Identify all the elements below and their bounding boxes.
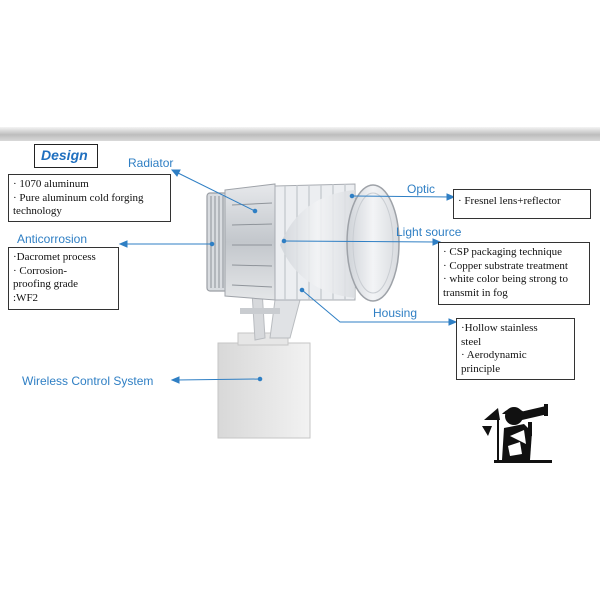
light-source-line-2: · Copper substrate treatment [443, 259, 568, 272]
housing-info-box: ·Hollow stainless steel · Aerodynamic pr… [456, 318, 575, 380]
light-source-info-box: · CSP packaging technique · Copper subst… [438, 242, 590, 305]
label-wireless-control: Wireless Control System [22, 374, 154, 388]
lamp-body [224, 183, 276, 301]
label-radiator: Radiator [128, 156, 174, 170]
anticorrosion-line-3: :WF2 [13, 291, 39, 304]
label-optic: Optic [407, 182, 436, 196]
anticorrosion-line-1: ·Dacromet process [13, 251, 96, 263]
header-divider-bar [0, 127, 600, 141]
light-source-line-1: · CSP packaging technique [443, 246, 563, 258]
front-lens [346, 184, 400, 302]
design-title-box: Design [34, 144, 98, 168]
label-light-source: Light source [396, 225, 462, 239]
radiator-line-1: · 1070 aluminum [13, 178, 89, 190]
housing-line-1: ·Hollow stainless steel [461, 322, 538, 348]
optic-line-1: · Fresnel lens+reflector [458, 195, 561, 207]
anticorrosion-line-2: · Corrosion- proofing grade [13, 264, 79, 291]
label-anticorrosion: Anticorrosion [17, 232, 88, 246]
anticorrosion-info-box: ·Dacromet process · Corrosion- proofing … [8, 247, 119, 310]
control-box [217, 342, 311, 439]
watchman-telescope-icon [482, 404, 552, 463]
optic-info-box: · Fresnel lens+reflector [453, 189, 591, 219]
light-source-line-3: · white color being strong to transmit i… [443, 273, 568, 299]
radiator-line-2: · Pure aluminum cold forging technology [13, 191, 144, 218]
leader-lines [118, 169, 458, 384]
design-title: Design [41, 147, 88, 163]
radiator-info-box: · 1070 aluminum · Pure aluminum cold for… [8, 174, 171, 222]
housing-line-2: · Aerodynamic principle [461, 349, 527, 375]
label-housing: Housing [373, 306, 418, 320]
